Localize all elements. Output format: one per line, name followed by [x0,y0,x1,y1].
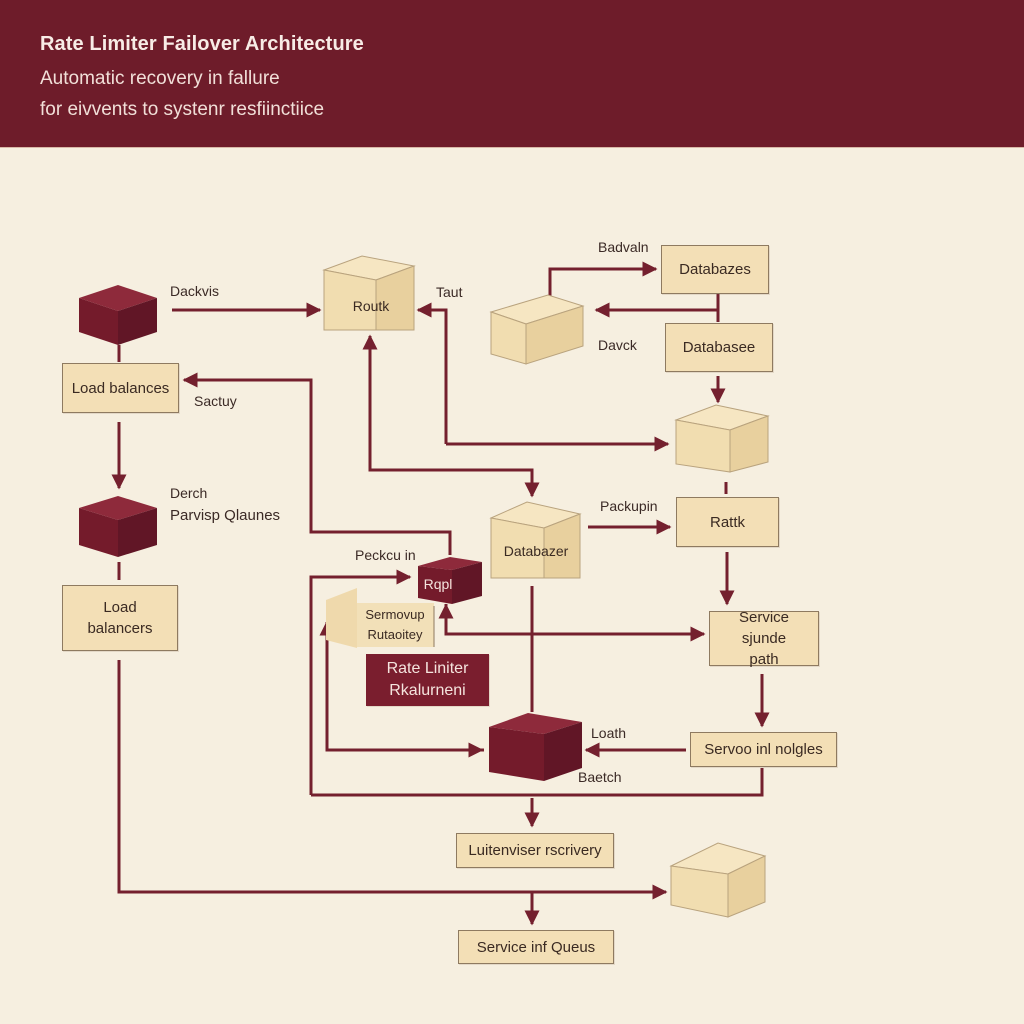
rqpl-label: Rqpl [423,576,453,592]
node-databazes[interactable]: Databazes [661,245,769,294]
title-banner: Rate Limiter Failover Architecture Autom… [0,0,1024,148]
edge-label-packupin: Packupin [600,498,658,514]
edge-taut [416,302,448,444]
edge-label-taut: Taut [436,284,463,300]
flag-sermovup[interactable] [326,588,435,648]
databazer-label: Databazer [503,543,569,559]
node-luitenviser-recovery[interactable]: Luitenviser rscrivery [456,833,614,868]
cube-mid-left[interactable] [79,496,157,557]
node-databasee[interactable]: Databasee [665,323,773,372]
node-servoo-nolgles[interactable]: Servoo inl nolgles [690,732,837,767]
edge-label-parvisp-qlaunes: Parvisp Qlaunes [170,507,281,524]
node-rate-limiter[interactable]: Rate Liniter Rkalurneni [366,654,489,706]
edge-label-peckcu-in: Peckcu in [355,547,416,563]
cube-routk[interactable] [322,255,416,331]
edge-databazes-to-cube [594,294,720,318]
sermovup-label: Sermovup Rutaoitey [365,607,425,642]
edge-label-backvaln: Badvaln [598,239,649,255]
cube-top-center[interactable] [489,294,585,365]
cube-databazer[interactable] [489,501,582,579]
cube-top-left[interactable] [79,285,157,345]
edge-to-loadbalances [182,372,452,555]
edge-label-batch: Baetch [578,769,622,785]
edge-servoo-down [311,768,764,797]
cube-bottom-right[interactable] [669,842,767,918]
node-load-balances[interactable]: Load balances [62,363,179,413]
edge-to-databazer [370,468,540,498]
edge-label-sactuy: Sactuy [194,393,237,409]
edge-label-dackvis: Dackvis [170,283,220,299]
edge-loadbalancers-to-bottom-cube [117,660,668,900]
diagram-title: Rate Limiter Failover Architecture [40,33,364,55]
node-rattk[interactable]: Rattk [676,497,779,547]
edge-cube-to-databazes [548,261,658,297]
diagram-subtitle-line2: for eivvents to systenr resfiinctiice [40,99,325,120]
cube-mid-right[interactable] [674,404,770,473]
cube-rqpl[interactable] [418,557,482,604]
diagram-subtitle-line1: Automatic recovery in fallure [40,68,280,89]
node-load-balancers[interactable]: Load balancers [62,585,178,651]
node-service-path[interactable]: Service sjunde path [709,609,819,668]
routk-label: Routk [352,298,390,314]
edge-label-loath: Loath [591,725,627,741]
edge-label-derch: Derch [170,485,208,501]
node-service-queus[interactable]: Service inf Queus [458,930,614,964]
edge-rqpl-service-path [444,604,706,642]
cube-bottom-dark[interactable] [489,713,582,781]
edge-label-davck: Davck [598,337,637,353]
edge-peckcu-in [309,569,412,795]
